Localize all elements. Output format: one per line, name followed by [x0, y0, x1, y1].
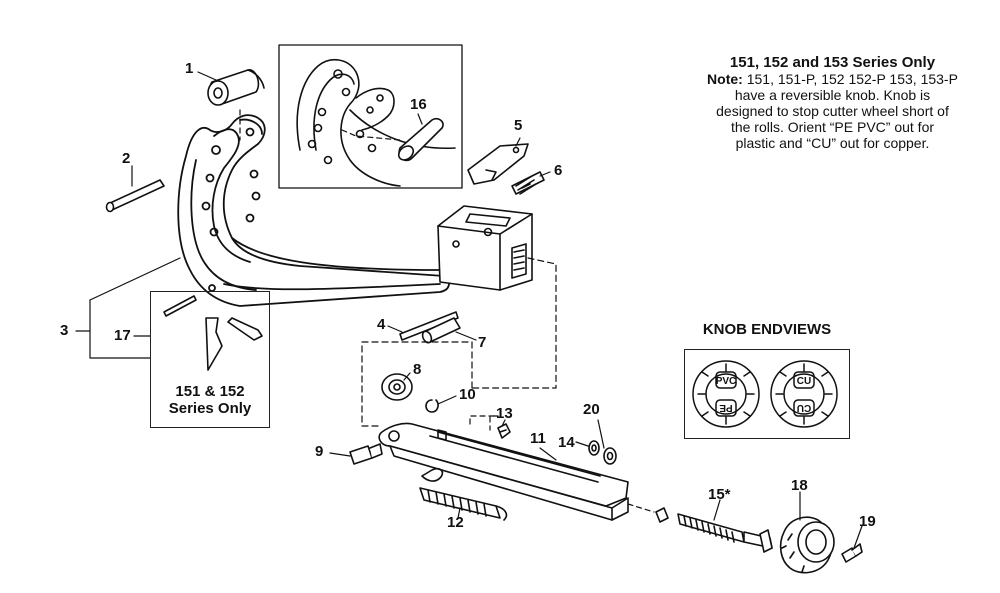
- part-20-washer: [603, 447, 617, 465]
- part-17-hex-key: [227, 317, 263, 341]
- part-19-screw: [841, 543, 863, 563]
- part-4-pin: [399, 311, 459, 341]
- callout-1: 1: [185, 60, 194, 77]
- note-line-4: the rolls. Orient “PE PVC” out for: [730, 119, 935, 135]
- callout-13: 13: [496, 405, 513, 422]
- note-line-2: have a reversible knob. Knob is: [734, 87, 931, 103]
- callout-14: 14: [558, 434, 575, 451]
- part-5-plate: [467, 143, 529, 185]
- callout-4: 4: [377, 316, 386, 333]
- note-line-5: plastic and “CU” out for copper.: [735, 135, 930, 151]
- part-16-pin: [397, 117, 444, 162]
- knob-right-top-text: CU: [797, 376, 811, 387]
- callout-19: 19: [859, 513, 876, 530]
- knob-endview-right: [770, 360, 838, 428]
- callout-6: 6: [554, 162, 563, 179]
- inset-frame-detail: [296, 59, 456, 187]
- callout-7: 7: [478, 334, 487, 351]
- part-11-slide: [378, 422, 629, 521]
- callout-12: 12: [447, 514, 464, 531]
- callout-8: 8: [413, 361, 422, 378]
- series-only-line2: Series Only: [168, 400, 252, 417]
- callout-17: 17: [114, 327, 131, 344]
- callout-16: 16: [410, 96, 427, 113]
- callout-15: 15*: [708, 486, 731, 503]
- part-12-spring: [419, 467, 508, 521]
- part-14-washer: [588, 440, 600, 456]
- knob-endview-left: [692, 360, 760, 428]
- knob-endviews-box: [684, 349, 850, 439]
- leader-lines: [75, 71, 863, 549]
- part-10-clip: [425, 399, 439, 413]
- part-7-pin: [421, 317, 461, 344]
- part-6-spring: [511, 171, 545, 195]
- part-1-roller: [207, 69, 265, 106]
- callout-18: 18: [791, 477, 808, 494]
- inset-dashed: [341, 129, 401, 141]
- knob-endviews-title: KNOB ENDVIEWS: [702, 321, 832, 338]
- callout-9: 9: [315, 443, 324, 460]
- callout-11: 11: [530, 430, 546, 447]
- note-line-3: designed to stop cutter wheel short of: [716, 103, 949, 119]
- part-17-pin: [163, 295, 197, 317]
- callout-3: 3: [60, 322, 69, 339]
- note-title: 151, 152 and 153 Series Only: [729, 54, 936, 71]
- part-8-wheel: [381, 373, 413, 401]
- part-2-pin: [105, 179, 165, 213]
- series-only-line1: 151 & 152: [175, 383, 245, 400]
- note-label: Note:: [707, 71, 743, 87]
- knob-right-bottom-text: CU: [797, 402, 811, 413]
- knob-left-top-text: PVC: [716, 376, 737, 387]
- knob-left-bottom-text: PE: [719, 402, 733, 413]
- inset-detail-box: [278, 44, 463, 189]
- series-only-caption: 151 & 152 Series Only: [150, 383, 270, 417]
- callout-20: 20: [583, 401, 600, 418]
- series-note: 151, 152 and 153 Series Only Note: 151, …: [680, 54, 985, 152]
- note-line-1-text: 151, 151-P, 152 152-P 153, 153-P: [746, 71, 958, 87]
- part-15-screw: [655, 507, 773, 553]
- callout-10: 10: [459, 386, 476, 403]
- series-only-box: [150, 291, 270, 428]
- carriage-block: [437, 205, 533, 291]
- callout-2: 2: [122, 150, 131, 167]
- part-17-blade: [205, 317, 223, 371]
- note-line-1: Note: 151, 151-P, 152 152-P 153, 153-P: [680, 71, 985, 87]
- callout-5: 5: [514, 117, 523, 134]
- part-13-nut: [497, 423, 511, 439]
- part-18-knob: [779, 516, 835, 574]
- part-9-bolt: [349, 443, 383, 465]
